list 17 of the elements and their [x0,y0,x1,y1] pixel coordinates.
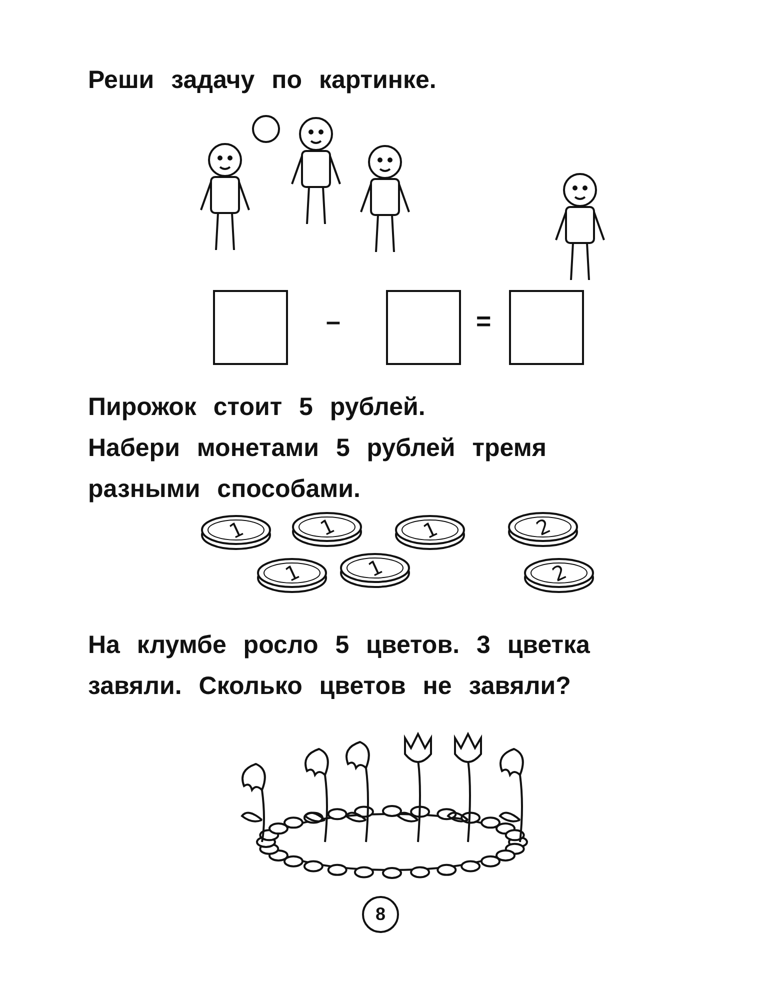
coin-value: 2 [533,515,554,539]
answer-box [509,290,584,365]
coin-value: 1 [420,518,440,542]
instruction-text: Реши задачу по картинке. [88,65,438,96]
coin-value: 2 [549,561,570,585]
coin-value: 1 [226,518,246,542]
page-number: 8 [362,896,399,933]
minus-sign: – [326,306,340,337]
instruction-text: На клумбе росло 5 цветов. 3 цветка завяли. Сколько цветов не завяли? [88,630,591,702]
instruction-text: Пирожок стоит 5 рублей. [88,392,426,423]
instruction-text: Набери монетами 5 рублей тремя разными способами. [88,433,548,505]
coin-value: 1 [317,515,338,539]
equals-sign: = [476,306,492,337]
coin-value: 1 [282,561,302,585]
coin-value: 1 [365,556,386,580]
answer-box [213,290,288,365]
answer-box [386,290,461,365]
